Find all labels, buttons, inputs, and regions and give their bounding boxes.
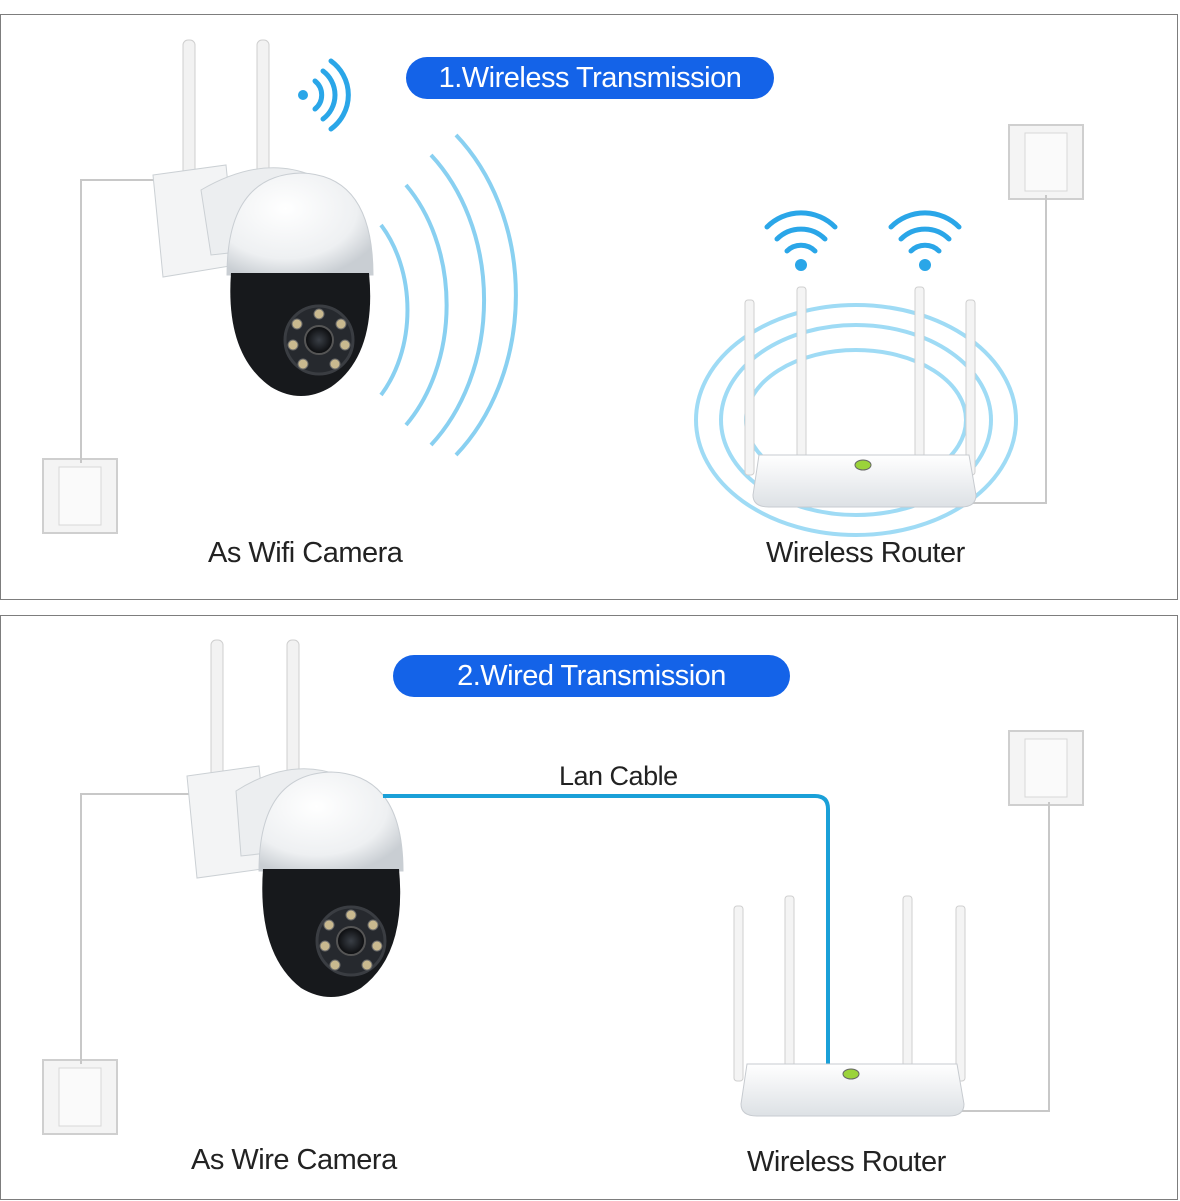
camera-label: As Wifi Camera: [208, 537, 403, 569]
camera-dome: [226, 172, 374, 276]
lan-cable-label: Lan Cable: [559, 761, 678, 791]
wire-camera: [186, 639, 404, 997]
router-label: Wireless Router: [747, 1146, 946, 1178]
wifi-camera: [152, 39, 374, 396]
wall-outlet-left: [42, 1059, 118, 1135]
lan-cable: [383, 794, 830, 1068]
wall-outlet-left: [42, 458, 118, 534]
camera-lens: [336, 926, 366, 956]
camera-label: As Wire Camera: [191, 1144, 397, 1176]
wired-transmission-panel: 2.Wired Transmission Lan Cable As Wire C…: [0, 615, 1178, 1200]
wireless-router: [733, 895, 966, 1117]
camera-dome: [258, 771, 404, 872]
section-title: 2.Wired Transmission: [393, 655, 790, 697]
wired-scene: [42, 639, 1084, 1135]
wireless-router: [744, 286, 977, 508]
wireless-scene: [42, 39, 1084, 537]
wall-outlet-right: [1008, 730, 1084, 806]
router-label: Wireless Router: [766, 537, 965, 569]
camera-signal-waves: [379, 133, 518, 457]
router-wifi-icon: [764, 210, 838, 271]
camera-lens: [304, 325, 334, 355]
section-title: 1.Wireless Transmission: [406, 57, 774, 99]
router-wifi-icon: [888, 210, 962, 271]
power-cable-left: [80, 179, 161, 463]
wireless-transmission-panel: 1.Wireless Transmission As Wifi Camera W…: [0, 14, 1178, 600]
power-cable-left: [80, 793, 196, 1064]
power-cable-right: [966, 195, 1047, 504]
wall-outlet-right: [1008, 124, 1084, 200]
wifi-signal-icon: [298, 58, 351, 132]
power-cable-right: [959, 802, 1050, 1112]
